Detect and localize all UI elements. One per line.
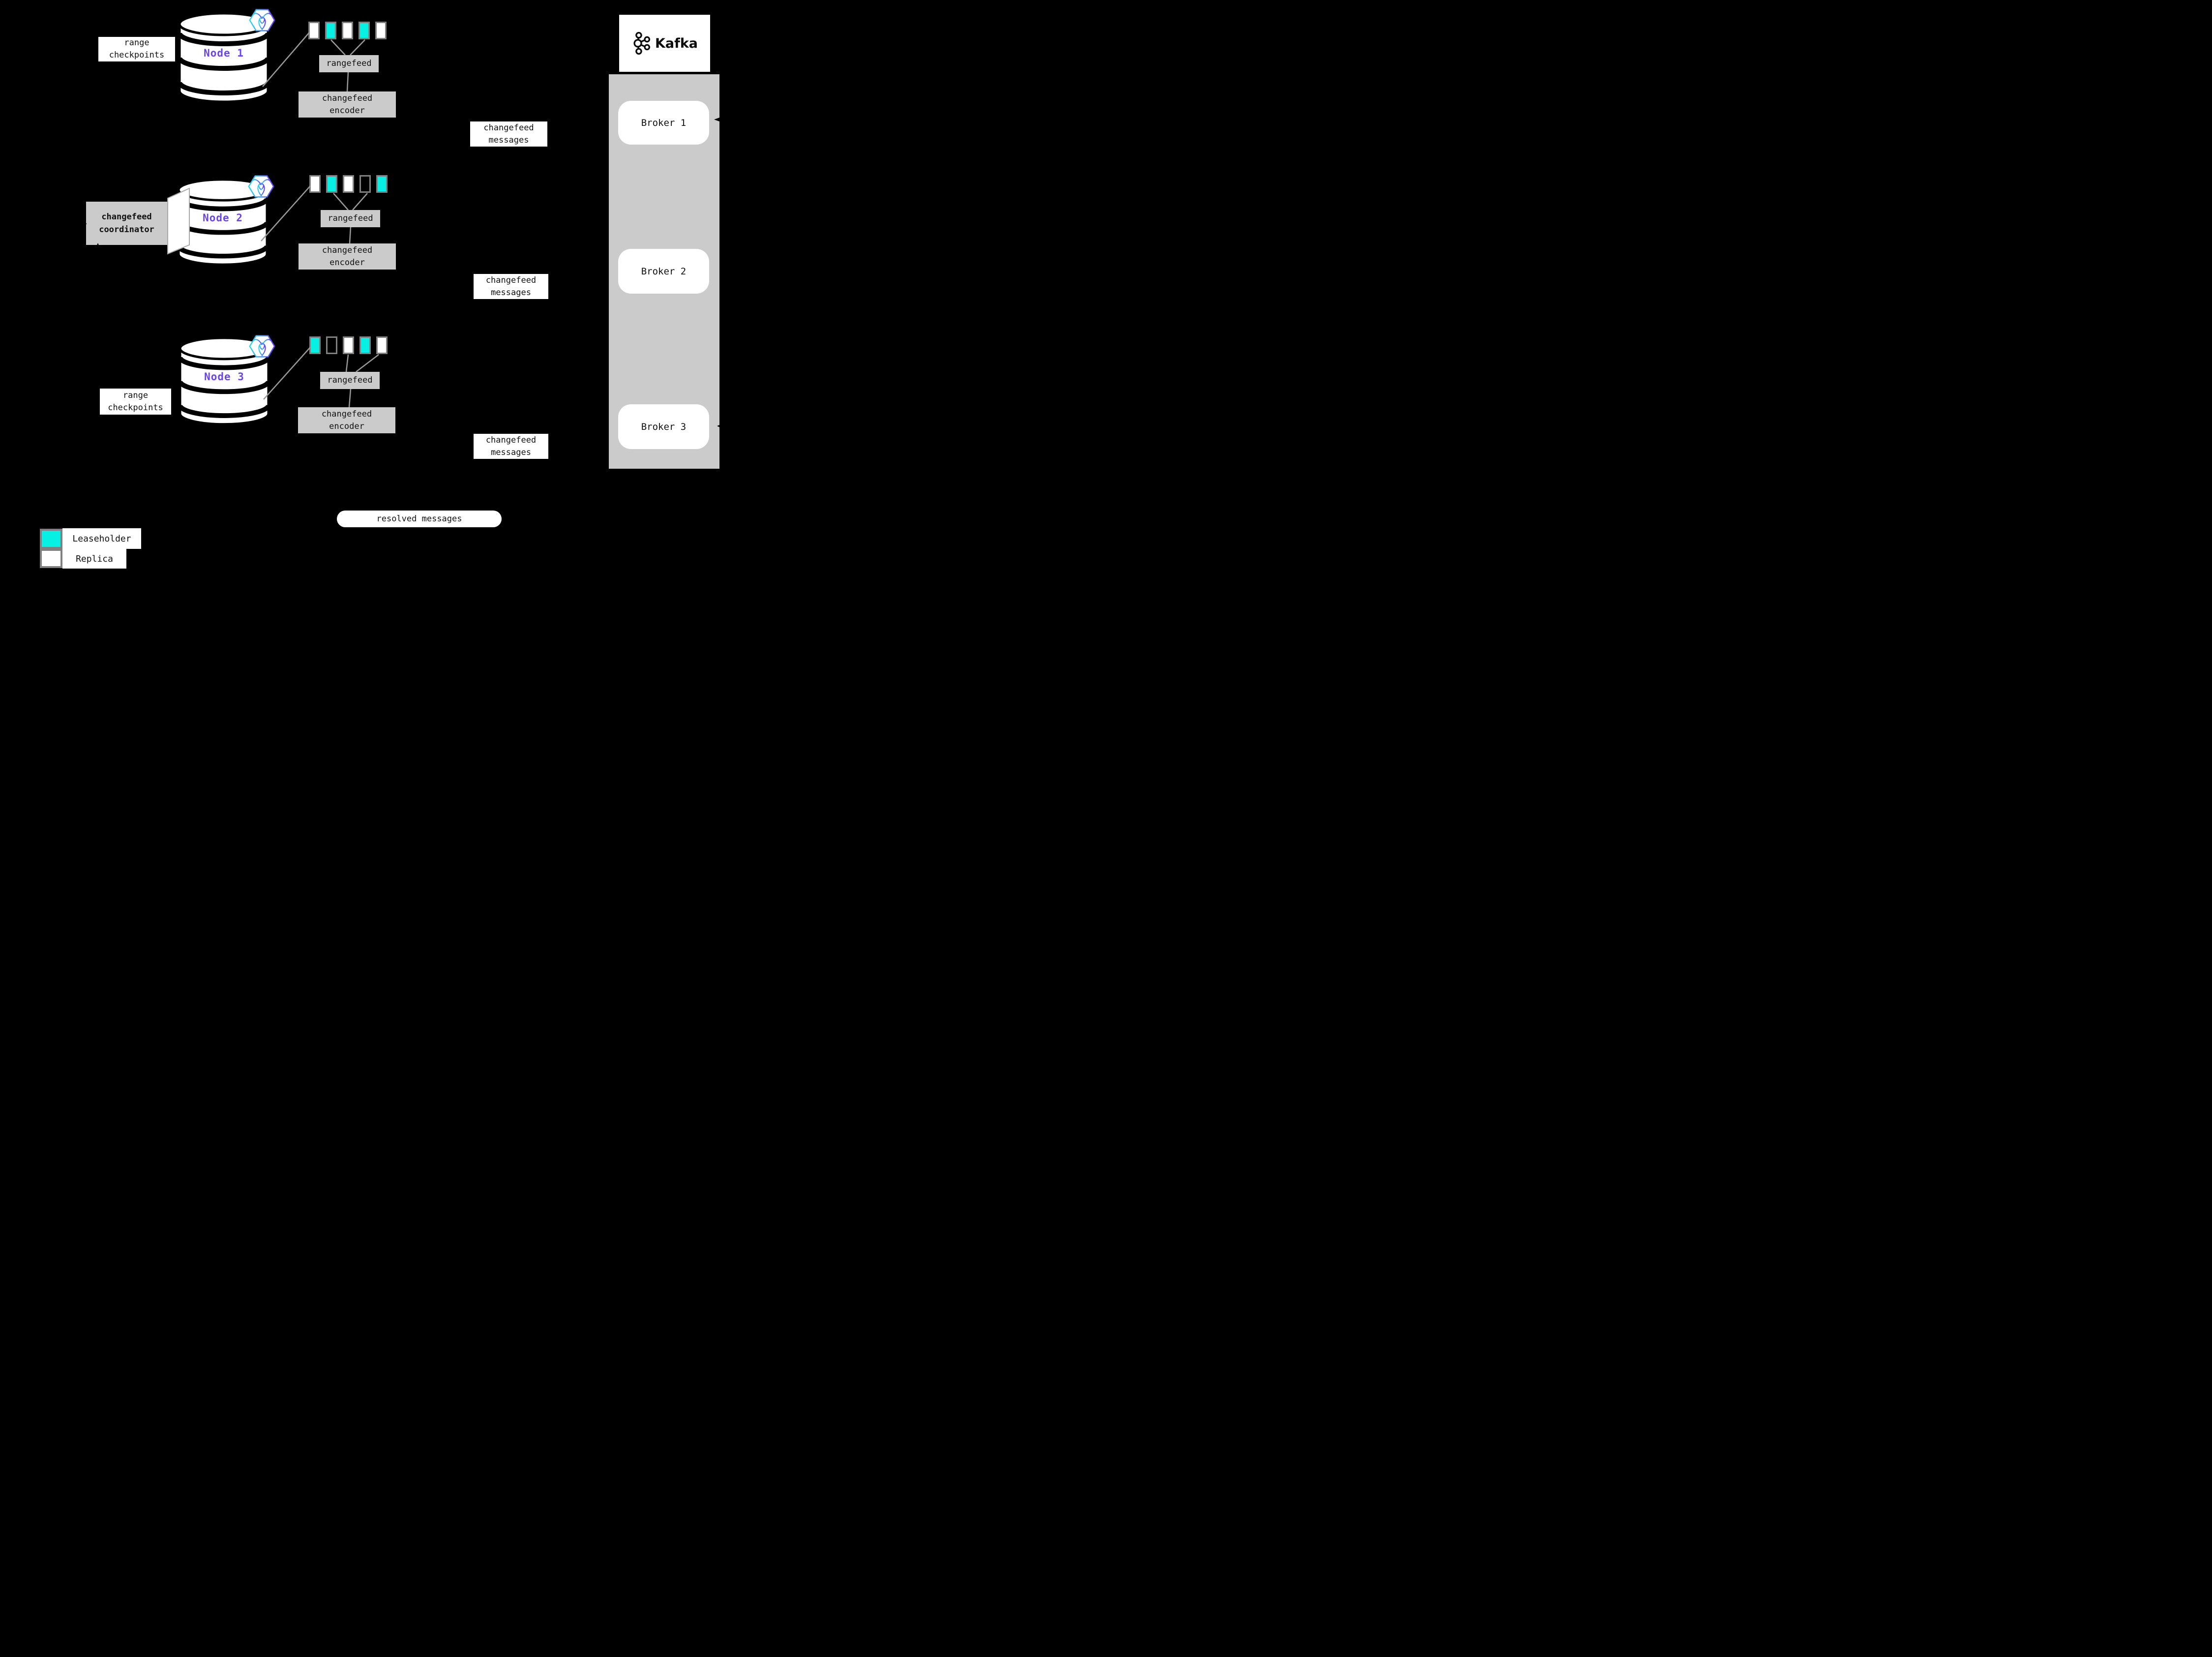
node-1-label: Node 1: [204, 47, 244, 59]
cockroachdb-logo-icon: [248, 332, 276, 360]
range-square-leaseholder: [309, 336, 321, 354]
range-square-replica: [308, 22, 320, 39]
range-square-replica: [343, 175, 354, 193]
legend-leaseholder-label: Leaseholder: [62, 528, 141, 549]
kafka-icon: [633, 31, 650, 55]
database-cylinder-icon: [178, 12, 269, 103]
range-square-empty: [326, 336, 337, 354]
broker-3: Broker 3: [618, 404, 709, 449]
range-square-replica: [309, 175, 321, 193]
range-square-replica: [342, 22, 353, 39]
range-square-replica: [375, 22, 387, 39]
cockroachdb-logo-icon: [247, 173, 275, 200]
node-3-changefeed-encoder-box: changefeed encoder: [298, 407, 395, 433]
range-checkpoints-label-bottom: range checkpoints: [100, 389, 171, 415]
node-1-rangefeed-box: rangefeed: [319, 55, 379, 72]
legend-replica-swatch: [40, 549, 62, 568]
node-3-changefeed-messages-label: changefeed messages: [474, 434, 548, 459]
range-square-replica: [343, 336, 354, 354]
node-3-range-squares: [309, 336, 388, 354]
kafka-logo-text: Kafka: [655, 35, 698, 51]
legend-leaseholder-swatch: [40, 529, 62, 549]
node-3-label: Node 3: [204, 371, 244, 383]
node-2-rangefeed-box: rangefeed: [321, 210, 380, 227]
range-square-leaseholder: [376, 175, 388, 193]
range-square-empty: [359, 175, 371, 193]
node-2-changefeed-encoder-box: changefeed encoder: [299, 243, 396, 270]
node-1-cylinder: Node 1: [178, 12, 269, 115]
legend-replica-label: Replica: [62, 549, 126, 569]
cockroachdb-logo-icon: [248, 6, 276, 34]
node-3-rangefeed-box: rangefeed: [320, 372, 380, 389]
node-1-changefeed-encoder-box: changefeed encoder: [299, 91, 396, 118]
range-square-leaseholder: [359, 22, 370, 39]
range-square-leaseholder: [325, 22, 336, 39]
changefeed-architecture-diagram: Node 1 rangefeed changefeed encoder chan…: [0, 0, 771, 577]
node-1-range-squares: [308, 22, 387, 39]
changefeed-coordinator-banner: changefeed coordinator: [86, 202, 167, 245]
broker-1: Broker 1: [618, 101, 709, 145]
range-square-replica: [376, 336, 388, 354]
broker-2: Broker 2: [618, 249, 709, 294]
resolved-messages-label: resolved messages: [337, 511, 502, 527]
range-square-leaseholder: [359, 336, 371, 354]
database-cylinder-icon: [179, 337, 270, 426]
kafka-logo: Kafka: [619, 15, 710, 72]
node-2-changefeed-messages-label: changefeed messages: [474, 274, 548, 299]
node-1-changefeed-messages-label: changefeed messages: [470, 121, 547, 147]
range-checkpoints-label-top: range checkpoints: [98, 37, 175, 61]
node-2-label: Node 2: [203, 212, 243, 224]
node-2-range-squares: [309, 175, 388, 193]
range-square-leaseholder: [326, 175, 337, 193]
node-3-cylinder: Node 3: [179, 337, 270, 437]
